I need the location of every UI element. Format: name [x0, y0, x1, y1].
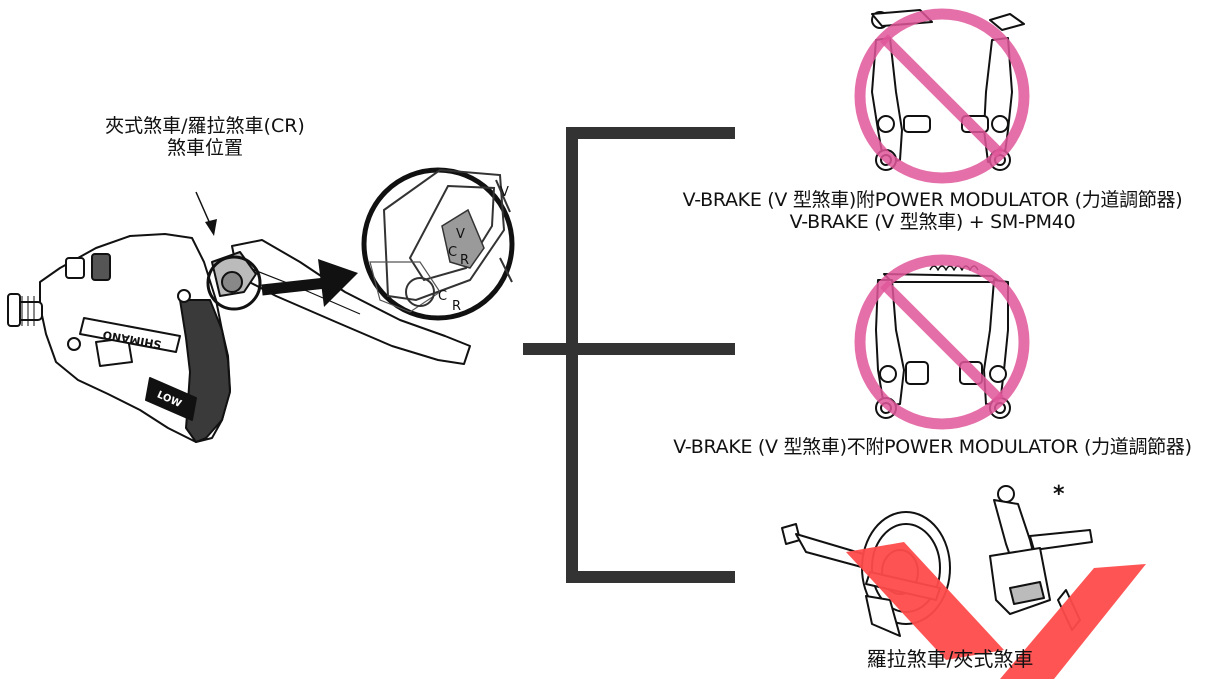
option-label-line1: 羅拉煞車/夾式煞車 — [866, 647, 1034, 671]
zoom-detail — [361, 167, 515, 321]
prohibited-icon — [854, 254, 1030, 430]
zoom-mark-outer-r: R — [452, 299, 461, 314]
position-highlight-circle — [206, 255, 262, 311]
brake-position-label-line1: 夾式煞車/羅拉煞車(CR) — [105, 115, 305, 137]
zoom-mark-v: V — [456, 227, 465, 242]
prohibited-icon — [854, 8, 1030, 184]
option-label-line1: V-BRAKE (V 型煞車)附POWER MODULATOR (力道調節器) — [682, 189, 1183, 211]
position-pointer-arrow — [195, 191, 217, 236]
option-label-line1: V-BRAKE (V 型煞車)不附POWER MODULATOR (力道調節器) — [673, 436, 1192, 458]
brake-position-label: 夾式煞車/羅拉煞車(CR) 煞車位置 — [0, 115, 410, 160]
zoom-mark-top-v: V — [500, 185, 509, 200]
zoom-mark-outer-c: C — [438, 289, 447, 304]
zoom-arrow — [261, 259, 358, 307]
zoom-mark-r: R — [460, 253, 469, 268]
option-vbrake-without-modulator: V-BRAKE (V 型煞車)不附POWER MODULATOR (力道調節器) — [642, 436, 1223, 459]
zoom-mark-c: C — [448, 245, 457, 260]
roller-brake-highlight — [846, 542, 1146, 679]
vbrake-without-modulator-illustration — [875, 265, 1011, 419]
brake-position-label-line2: 煞車位置 — [166, 136, 243, 159]
option-vbrake-with-modulator: V-BRAKE (V 型煞車)附POWER MODULATOR (力道調節器) … — [642, 189, 1223, 234]
shift-lever-illustration — [7, 233, 471, 443]
bracket-connector — [523, 127, 735, 583]
option-roller-caliper: 羅拉煞車/夾式煞車 — [800, 648, 1100, 671]
asterisk-note: * — [1053, 482, 1065, 507]
option-label-line2: V-BRAKE (V 型煞車) + SM-PM40 — [789, 210, 1076, 233]
